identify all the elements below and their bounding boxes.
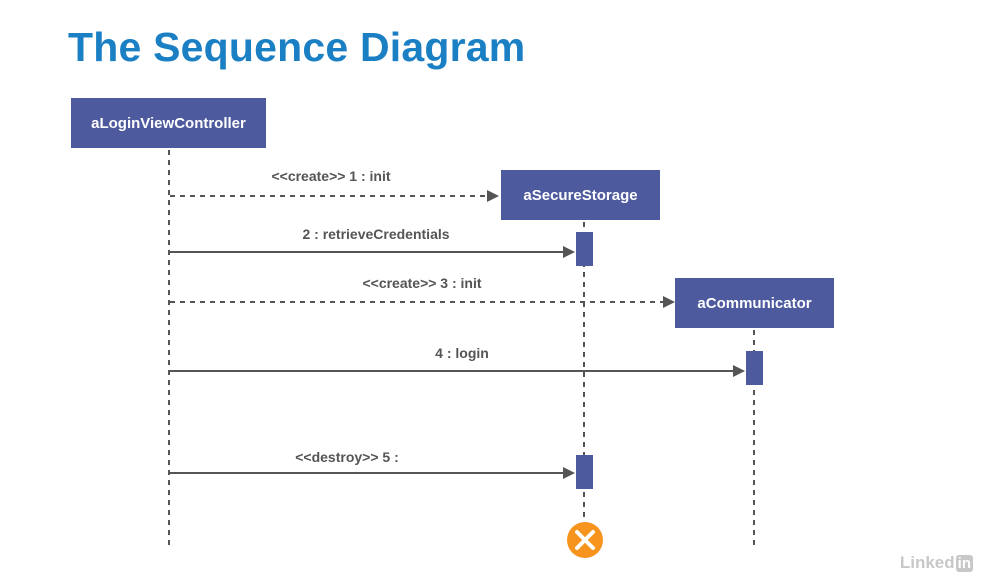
message-label-4: 4 : login [435, 345, 489, 361]
message-label-3: <<create>> 3 : init [362, 275, 482, 291]
destroy-x-icon [567, 522, 603, 558]
message-label-5: <<destroy>> 5 : [295, 449, 399, 465]
page-title: The Sequence Diagram [68, 24, 526, 70]
activation-comm-1 [746, 351, 763, 385]
watermark-text: Linked [899, 553, 955, 572]
arrowhead-2 [563, 246, 575, 258]
lifeline-box-login: aLoginViewController [71, 98, 266, 148]
arrowhead-3 [663, 296, 675, 308]
message-label-2: 2 : retrieveCredentials [302, 226, 450, 242]
arrowhead-4 [733, 365, 745, 377]
lifeline-box-storage: aSecureStorage [501, 170, 660, 220]
arrowhead-1 [487, 190, 499, 202]
activation-storage-2 [576, 455, 593, 489]
arrowhead-5 [563, 467, 575, 479]
activation-storage-1 [576, 232, 593, 266]
linkedin-logo-icon: in [955, 555, 973, 572]
message-label-1: <<create>> 1 : init [271, 168, 391, 184]
lifeline-box-comm: aCommunicator [675, 278, 834, 328]
